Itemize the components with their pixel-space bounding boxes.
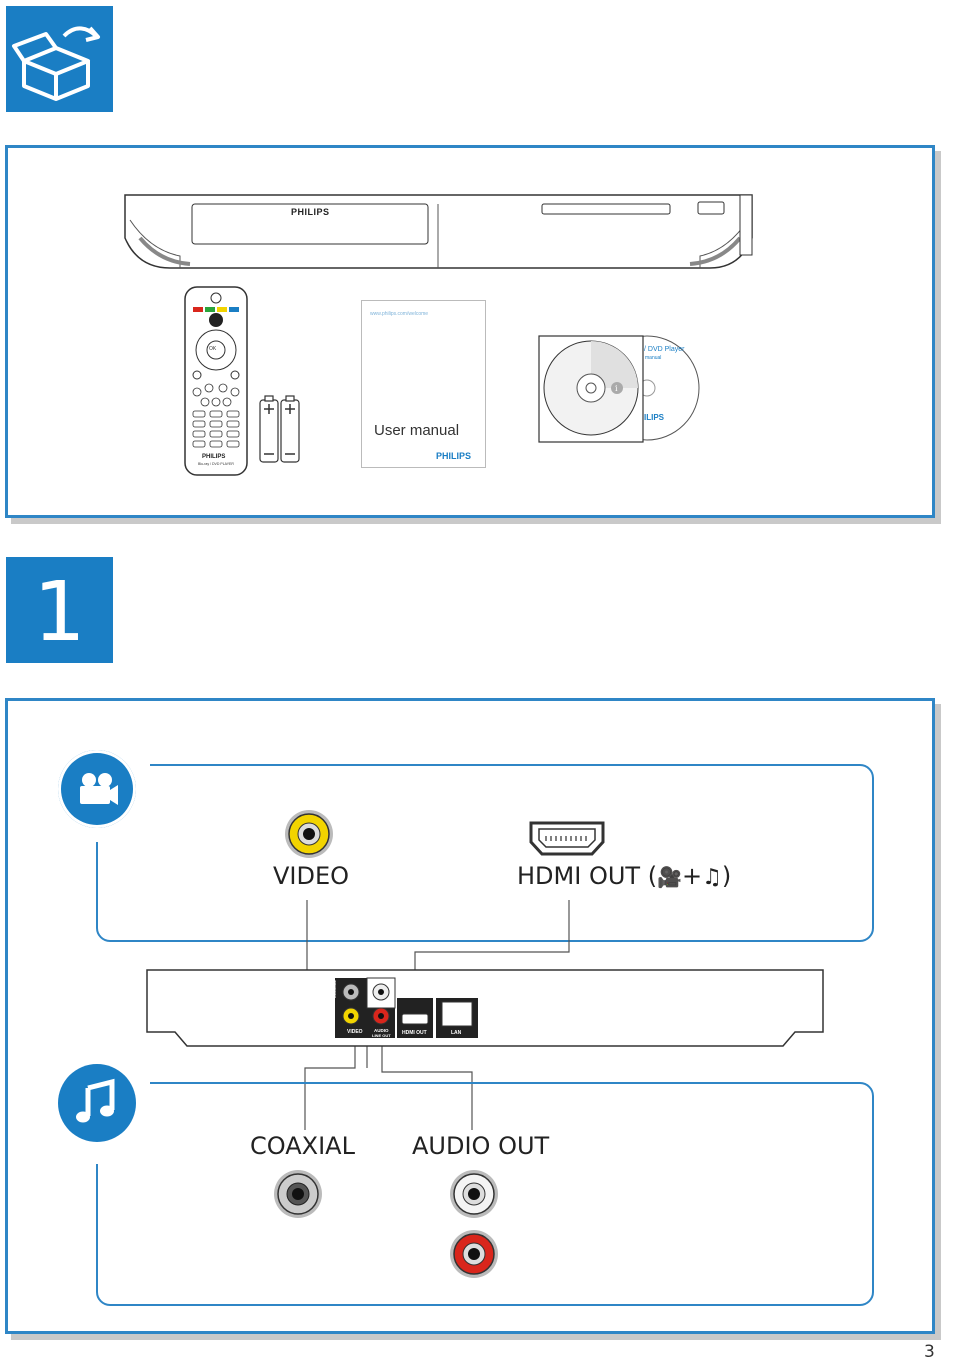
video-rca-jack-icon [285,810,333,858]
page-number: 3 [924,1342,935,1362]
remote-ok-label: OK [209,346,217,352]
hdmi-plus: + [681,862,703,890]
rear-audio-label: AUDIO [374,1028,389,1033]
video-badge [58,750,136,828]
audio-badge [58,1064,136,1142]
rear-panel-illustration [146,969,824,1047]
user-manual-booklet: www.philips.com/welcome User manual PHIL… [361,300,486,468]
hdmi-out-label: HDMI OUT (🎥+♫) [517,862,731,890]
remote-control-illustration [184,286,248,476]
rear-video-label: VIDEO [347,1029,363,1035]
video-section-frame [96,764,874,942]
unbox-icon-tile [6,6,113,112]
disc-title: / DVD Player [644,346,685,353]
step-number: 1 [33,565,86,660]
audio-section-frame [96,1082,874,1306]
rear-hdmi-label: HDMI OUT [402,1030,427,1036]
remote-model-label: Blu-ray / DVD PLAYER [198,462,234,466]
open-box-icon [12,26,100,101]
manual-brand: PHILIPS [436,451,472,461]
audio-right-jack-icon [450,1230,498,1278]
remote-brand: PHILIPS [202,454,226,460]
hdmi-out-text: HDMI OUT ( [517,862,658,890]
player-front-illustration [124,194,753,269]
disc-brand: ILIPS [644,413,665,422]
hdmi-close: ) [721,862,732,890]
music-note-icon [76,1078,115,1123]
coaxial-label: COAXIAL [250,1132,355,1160]
manual-url: www.philips.com/welcome [370,311,429,317]
video-small-icon: 🎥 [657,865,682,889]
hdmi-port-icon [529,821,605,856]
step-number-tile: 1 [6,557,113,663]
audio-left-jack-icon [450,1170,498,1218]
player-brand: PHILIPS [291,207,330,217]
audio-out-label: AUDIO OUT [412,1132,550,1160]
disc-sleeve-illustration: i [538,335,700,443]
video-camera-icon [80,773,118,805]
batteries-illustration [259,395,300,463]
rear-lan-label: LAN [451,1030,462,1036]
manual-title: User manual [374,422,460,439]
video-label: VIDEO [273,862,350,890]
disc-subtitle: manual [645,355,662,361]
coaxial-jack-icon [274,1170,322,1218]
rear-coaxial-label: COAXIAL [332,980,337,998]
svg-text:i: i [615,384,618,393]
rear-lineout-label: LINE OUT [372,1033,391,1038]
music-small-icon: ♫ [702,865,722,890]
